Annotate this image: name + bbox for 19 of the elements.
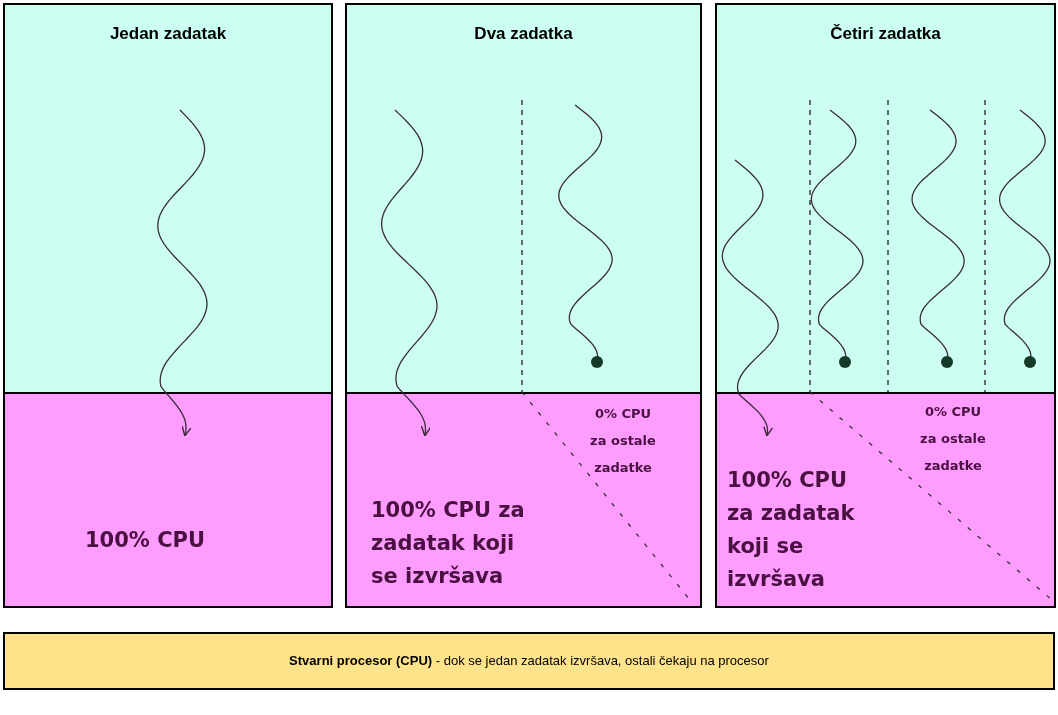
cpu-share-text: 100% CPU za zadatak koji se izvršava — [727, 467, 856, 593]
cpu-share-note: 0% CPU za ostale zadatke — [919, 403, 987, 475]
cpu-area — [715, 392, 1056, 608]
cpu-area — [3, 392, 333, 608]
thread-arrow — [721, 159, 779, 437]
panel-heading: Četiri zadatka — [829, 23, 942, 45]
cpu-area — [345, 392, 702, 608]
panel-heading: Dva zadatka — [473, 23, 574, 45]
cpu-share-text: 100% CPU — [85, 527, 207, 554]
task-panel — [715, 3, 1056, 394]
processor-bar — [3, 632, 1055, 690]
thread-arrow — [157, 109, 208, 437]
cpu-share-note: 0% CPU za ostale zadatke — [589, 405, 657, 477]
processor-caption: Stvarni procesor (CPU) - dok se jedan zadatak izvršava, ostali čekaju na procesor — [289, 652, 769, 671]
thread-arrow — [380, 109, 438, 437]
cpu-share-text: 100% CPU za zadatak koji se izvršava — [371, 497, 526, 590]
task-panel — [345, 3, 702, 394]
panel-heading: Jedan zadatak — [108, 23, 228, 45]
task-panel — [3, 3, 333, 394]
